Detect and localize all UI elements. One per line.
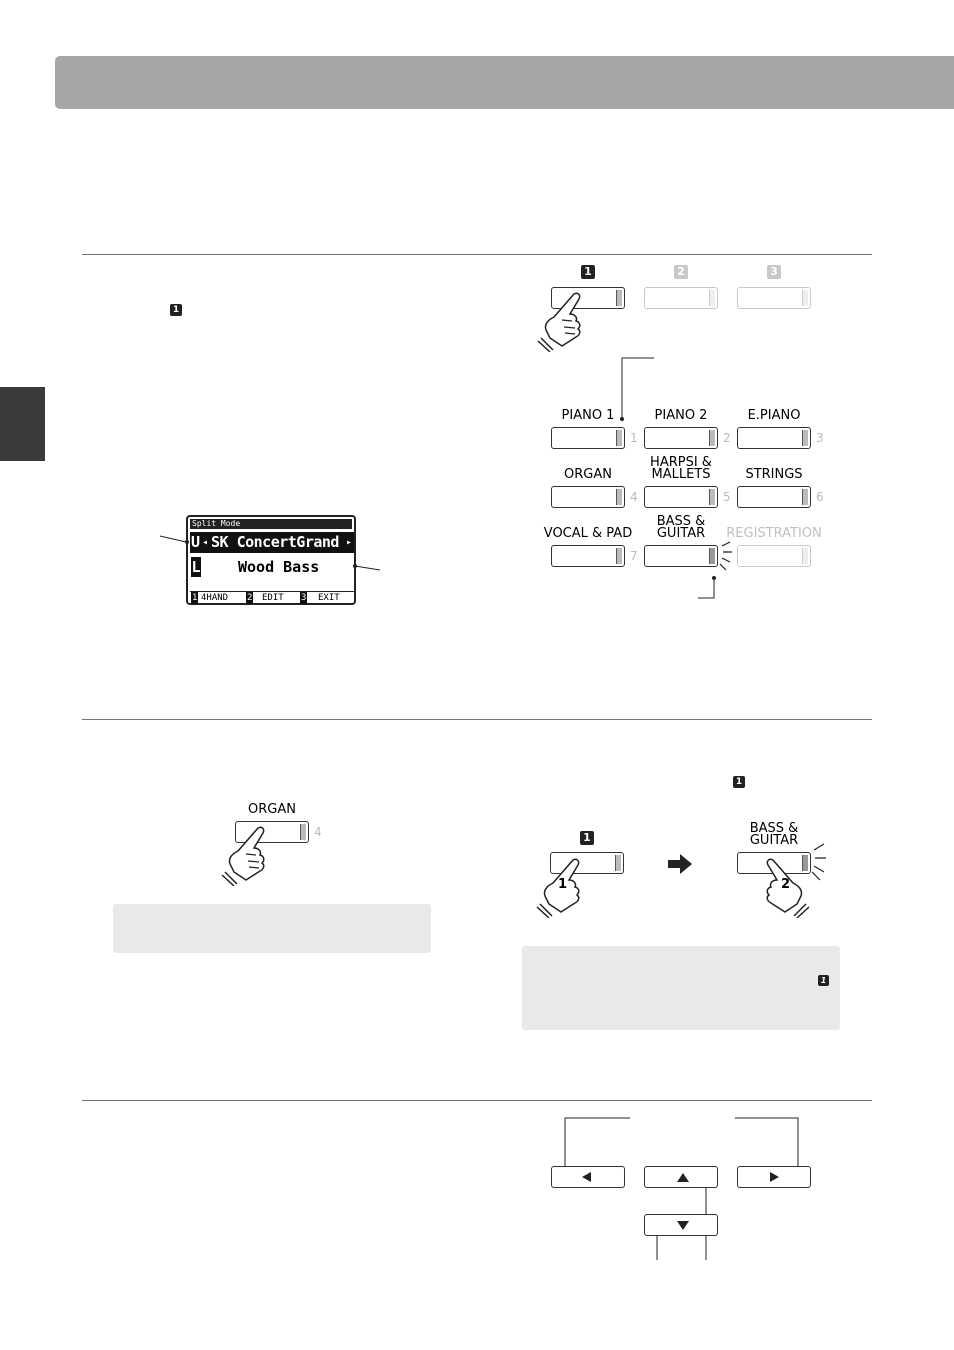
function-badge-3: 3 xyxy=(767,265,781,279)
sound-button-vocal-pad[interactable] xyxy=(551,545,625,567)
down-triangle-icon xyxy=(677,1221,689,1230)
bass-label: BASS & xyxy=(749,821,799,836)
blinking-indicator-icon xyxy=(698,541,732,599)
chapter-tab xyxy=(0,387,45,461)
right-arrow-icon xyxy=(668,854,692,874)
sound-button-piano1[interactable] xyxy=(551,427,625,449)
up-triangle-icon xyxy=(677,1173,689,1182)
section-divider xyxy=(82,1100,872,1101)
cursor-up-button[interactable] xyxy=(644,1166,718,1188)
finger-number-1: 1 xyxy=(558,877,568,892)
inline-button-badge: 1 xyxy=(733,776,745,788)
registration-button[interactable] xyxy=(737,545,811,567)
sound-button-organ[interactable] xyxy=(551,486,625,508)
sound-index-7: 7 xyxy=(630,549,638,563)
sound-index-4: 4 xyxy=(630,490,638,504)
sound-label-mallets: MALLETS xyxy=(651,467,711,482)
organ-label: ORGAN xyxy=(248,802,296,817)
lcd-lower-row: L Wood Bass xyxy=(190,557,354,577)
sound-label-guitar: GUITAR xyxy=(656,526,706,541)
function-button-3[interactable] xyxy=(737,287,811,309)
left-triangle-icon xyxy=(582,1172,591,1182)
sound-label-registration: REGISTRATION xyxy=(726,526,822,541)
function-button-2[interactable] xyxy=(644,287,718,309)
sound-label-piano1: PIANO 1 xyxy=(561,408,615,423)
info-box-right: 1 xyxy=(522,946,840,1030)
sound-label-bass: BASS & xyxy=(656,514,706,529)
sound-button-epiano[interactable] xyxy=(737,427,811,449)
function-badge-1: 1 xyxy=(580,831,594,845)
lcd-lower-sound: Wood Bass xyxy=(238,558,320,576)
sound-label-epiano: E.PIANO xyxy=(747,408,801,423)
sound-label-strings: STRINGS xyxy=(745,467,803,482)
sound-button-bass-guitar[interactable] xyxy=(644,545,718,567)
sound-button-strings[interactable] xyxy=(737,486,811,508)
sound-index-5: 5 xyxy=(723,490,731,504)
guitar-label: GUITAR xyxy=(749,833,799,848)
finger-number-2: 2 xyxy=(781,877,791,892)
lcd-footer-label-1: 4HAND xyxy=(201,593,229,603)
sound-label-vocal-pad: VOCAL & PAD xyxy=(543,526,633,541)
lcd-footer-label-2: EDIT xyxy=(262,593,284,603)
lcd-footer: 1 4HAND 2 EDIT 3 EXIT xyxy=(190,591,354,604)
sound-label-organ: ORGAN xyxy=(564,467,612,482)
cursor-right-button[interactable] xyxy=(737,1166,811,1188)
lcd-left-arrow-icon: ◂ xyxy=(202,537,209,548)
lcd-upper-row: U ◂ SK ConcertGrand ▸ xyxy=(190,532,354,553)
function-badge-2: 2 xyxy=(674,265,688,279)
cursor-left-button[interactable] xyxy=(551,1166,625,1188)
section-divider xyxy=(82,719,872,720)
inline-button-badge: 1 xyxy=(170,304,182,316)
header-bar xyxy=(55,56,954,109)
lcd-right-arrow-icon: ▸ xyxy=(345,537,352,548)
sound-label-piano2: PIANO 2 xyxy=(654,408,708,423)
section-divider xyxy=(82,254,872,255)
sound-index-1: 1 xyxy=(630,431,638,445)
blinking-indicator-icon xyxy=(811,843,826,881)
lcd-footer-label-3: EXIT xyxy=(318,593,340,603)
sound-button-harpsi-mallets[interactable] xyxy=(644,486,718,508)
lcd-footer-num-1: 1 xyxy=(191,592,199,604)
lcd-lower-tag: L xyxy=(191,557,201,577)
lcd-title: Split Mode xyxy=(190,519,352,529)
sound-button-piano2[interactable] xyxy=(644,427,718,449)
info-box-left xyxy=(113,904,431,953)
function-badge-1: 1 xyxy=(581,265,595,279)
organ-index: 4 xyxy=(314,825,322,839)
lcd-display: Split Mode U ◂ SK ConcertGrand ▸ L Wood … xyxy=(186,515,356,605)
lcd-callout-right xyxy=(353,564,381,571)
right-triangle-icon xyxy=(770,1172,779,1182)
inline-button-badge: 1 xyxy=(818,975,829,986)
pressing-hand-icon xyxy=(536,858,580,918)
pressing-hand-icon xyxy=(537,292,581,352)
lcd-footer-num-2: 2 xyxy=(246,592,254,604)
lcd-upper-sound: SK ConcertGrand xyxy=(211,533,339,551)
cursor-down-button[interactable] xyxy=(644,1214,718,1236)
sound-index-6: 6 xyxy=(816,490,824,504)
sound-index-3: 3 xyxy=(816,431,824,445)
sound-index-2: 2 xyxy=(723,431,731,445)
callout-line xyxy=(620,357,654,421)
lcd-upper-tag: U xyxy=(191,533,201,551)
lcd-footer-num-3: 3 xyxy=(300,592,308,604)
pressing-hand-icon xyxy=(221,826,265,886)
cursor-callout-lines xyxy=(563,1117,800,1260)
lcd-callout-left xyxy=(160,535,189,544)
pressing-hand-icon xyxy=(766,858,810,918)
sound-label-harpsi: HARPSI & xyxy=(650,455,712,470)
